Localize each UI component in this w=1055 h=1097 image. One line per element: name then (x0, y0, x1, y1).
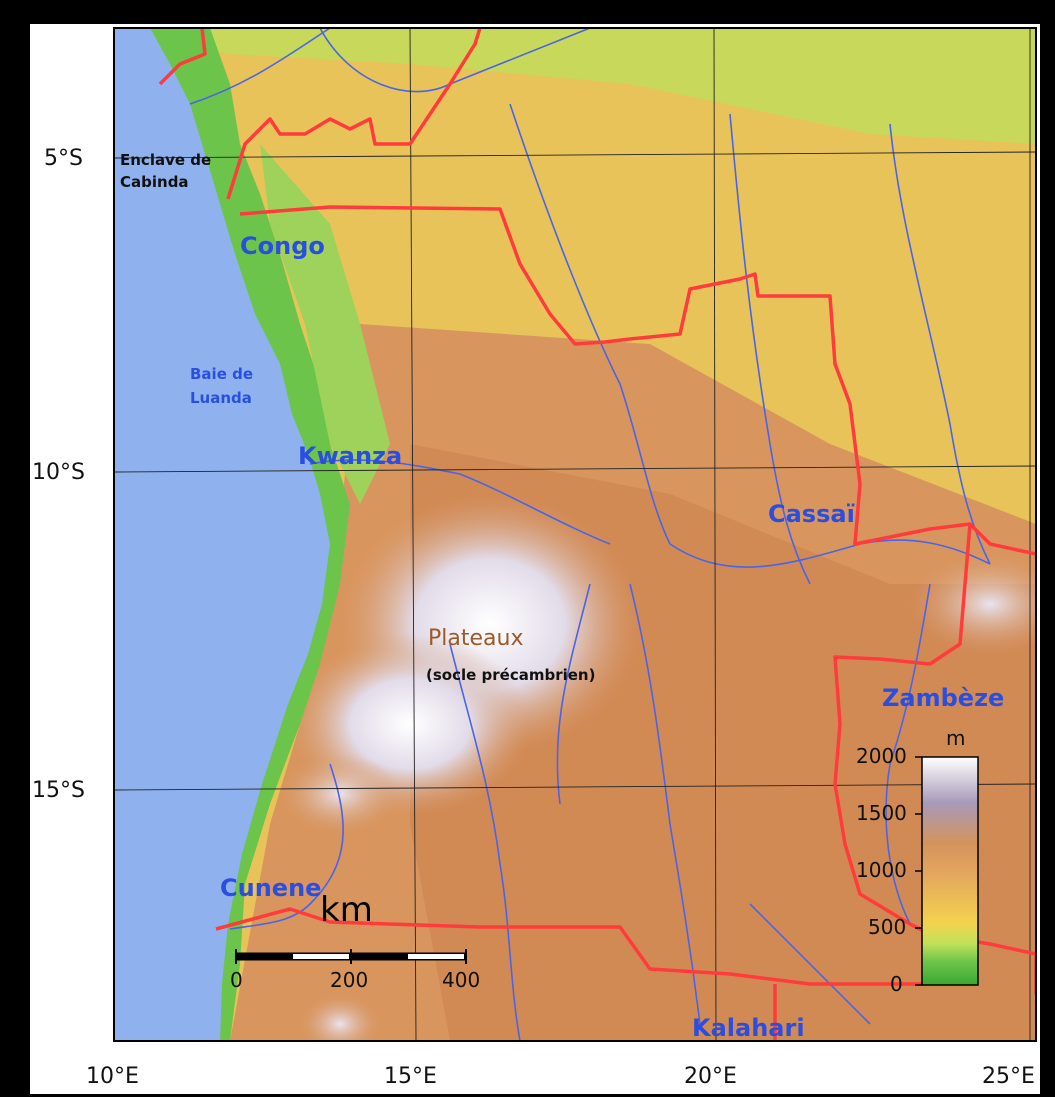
label-socle: (socle précambrien) (426, 666, 596, 684)
label-baie-line1: Baie de (190, 365, 254, 383)
river-kwango (509, 103, 671, 545)
border-congo-north (158, 28, 207, 86)
elevation-legend (915, 756, 979, 986)
topographic-map (113, 27, 1037, 1042)
river-kwanza (309, 459, 611, 545)
north-lowland (114, 28, 1036, 144)
lon-label-10e: 10°E (86, 1064, 139, 1089)
label-congo: Congo (240, 232, 325, 260)
scale-label-0: 0 (230, 968, 243, 992)
river-central (556, 583, 591, 805)
river-cunene (229, 763, 344, 930)
river-south (749, 903, 871, 1025)
river-lulua (729, 113, 811, 585)
label-cunene: Cunene (220, 874, 322, 902)
label-cabinda: Enclave de Cabinda (120, 149, 211, 193)
river-zambezi (885, 583, 931, 925)
lon-label-15e: 15°E (384, 1064, 437, 1089)
lat-label-5s: 5°S (44, 146, 83, 171)
east-highlands (910, 554, 1036, 654)
borders (158, 28, 1036, 1041)
label-cabinda-line1: Enclave de (120, 151, 212, 169)
lat-label-15s: 15°S (32, 778, 85, 803)
river-congo (189, 28, 331, 105)
scale-bar (235, 949, 467, 964)
border-drc (239, 205, 1036, 556)
lon-label-20e: 20°E (684, 1064, 737, 1089)
scale-bar-white-1 (293, 954, 349, 959)
elevation-unit: m (946, 726, 966, 750)
scale-label-200: 200 (330, 968, 369, 992)
elevation-label-1000: 1000 (856, 858, 907, 882)
lat-label-10s: 10°S (32, 460, 85, 485)
label-zambeze: Zambèze (882, 684, 1005, 712)
border-namibia (215, 907, 932, 986)
map-border (113, 27, 1037, 1042)
river-kasai (669, 539, 991, 568)
elevation-label-0: 0 (890, 972, 903, 996)
label-plateaux: Plateaux (428, 626, 524, 651)
rivers (189, 28, 991, 1041)
south-peak (300, 994, 380, 1041)
elevation-label-1500: 1500 (856, 801, 907, 825)
label-kalahari: Kalahari (692, 1014, 805, 1042)
river-cubango (449, 643, 521, 1041)
border-cabinda (226, 28, 482, 200)
scale-unit: km (320, 890, 373, 930)
elevation-colorbar (921, 756, 979, 986)
scale-bar-white-2 (408, 954, 464, 959)
river-cuando (629, 583, 701, 1025)
label-baie-de-luanda: Baie de Luanda (190, 362, 253, 410)
map-frame: 5°S 10°S 15°S 10°E 15°E 20°E 25°E Enclav… (30, 24, 1040, 1094)
label-cassai: Cassaï (768, 500, 855, 528)
label-baie-line2: Luanda (190, 389, 252, 407)
elevation-label-2000: 2000 (856, 744, 907, 768)
lon-label-25e: 25°E (982, 1064, 1035, 1089)
graticule (114, 28, 1036, 1041)
elevation-label-500: 500 (868, 915, 907, 939)
atlantic-ocean (114, 28, 330, 1041)
coastal-peak (280, 754, 400, 834)
river-east (889, 123, 991, 565)
escarpment (260, 144, 390, 504)
scale-label-400: 400 (442, 968, 481, 992)
label-cabinda-line2: Cabinda (120, 173, 189, 191)
label-kwanza: Kwanza (298, 442, 403, 470)
